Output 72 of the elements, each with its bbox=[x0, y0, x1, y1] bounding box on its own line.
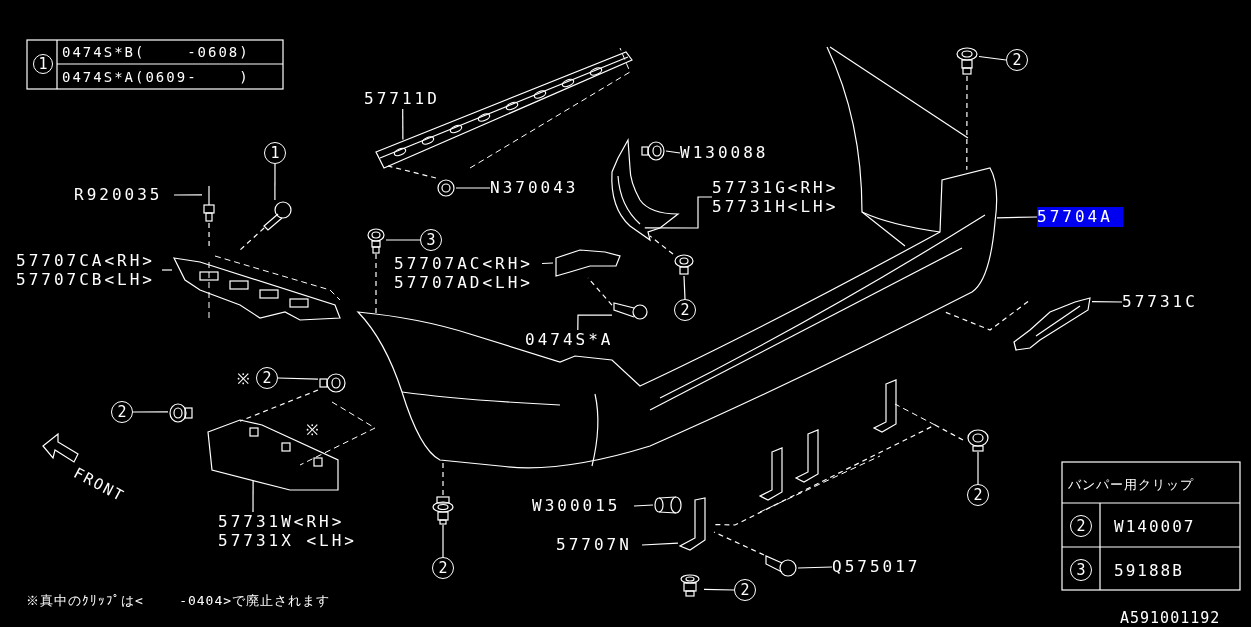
part-number: 57711D bbox=[364, 89, 450, 109]
part-number: 57707AC<RH> bbox=[394, 254, 534, 273]
part-number: R920035 bbox=[74, 185, 174, 205]
part-number: 57707CB<LH> bbox=[16, 270, 156, 289]
part-number: W300015 bbox=[532, 496, 634, 516]
part-number: 0474S*B( -0608) bbox=[62, 43, 250, 62]
clip-drawing bbox=[673, 254, 695, 276]
part-number: 57707AD<LH> bbox=[394, 273, 534, 292]
leader-line bbox=[277, 377, 319, 380]
assembly-line bbox=[713, 424, 964, 526]
part-number: 57707N bbox=[556, 535, 642, 555]
part-number: N370043 bbox=[490, 178, 590, 198]
part-number: 57731W<RH> bbox=[218, 512, 346, 531]
leader-line bbox=[455, 187, 491, 189]
clip-drawing bbox=[955, 46, 979, 76]
bracket-drawing bbox=[553, 248, 623, 278]
drawing-code: A591001192 bbox=[1120, 608, 1221, 627]
nut-drawing bbox=[436, 178, 456, 198]
leader-line bbox=[644, 196, 713, 229]
note-mark: ※ bbox=[237, 369, 250, 390]
part-number: 0474S*A bbox=[525, 330, 621, 350]
footnote: ※真中のｸﾘｯﾌﾟは< -0404>で廃止されます bbox=[26, 592, 331, 610]
leader-line bbox=[132, 411, 169, 413]
leader-line bbox=[703, 588, 735, 591]
leader-line bbox=[442, 524, 444, 558]
leader-line bbox=[385, 239, 421, 241]
leader-line bbox=[641, 542, 679, 546]
clip-drawing bbox=[168, 403, 194, 425]
clip-drawing bbox=[640, 140, 666, 162]
assembly-line bbox=[387, 165, 437, 179]
clip-drawing bbox=[366, 228, 386, 254]
leader-line bbox=[274, 163, 276, 201]
leader-line bbox=[683, 275, 686, 300]
leader-line bbox=[665, 150, 681, 154]
collar-drawing bbox=[653, 495, 683, 515]
assembly-line bbox=[239, 227, 265, 251]
pin-drawing bbox=[202, 185, 216, 223]
leader-line bbox=[1091, 301, 1123, 303]
assembly-line bbox=[966, 75, 968, 171]
assembly-line bbox=[713, 531, 765, 556]
part-number: 59188B bbox=[1114, 560, 1184, 582]
part-number: 57707CA<RH> bbox=[16, 251, 156, 270]
part-number: W140007 bbox=[1114, 516, 1196, 538]
leader-line bbox=[161, 269, 173, 271]
leader-line bbox=[996, 216, 1038, 219]
leader-line bbox=[633, 504, 654, 507]
assembly-line bbox=[375, 253, 377, 316]
leader-line bbox=[402, 108, 404, 140]
part-number: 57704A bbox=[1037, 207, 1123, 227]
part-number: 57731C bbox=[1122, 292, 1212, 312]
leader-line bbox=[577, 314, 613, 331]
leader-line bbox=[173, 194, 203, 196]
clip-drawing bbox=[318, 372, 346, 396]
table-heading: バンパー用クリップ bbox=[1068, 476, 1194, 494]
assembly-line bbox=[944, 301, 1029, 331]
part-number: 0474S*A(0609- ) bbox=[62, 68, 250, 87]
leader-line bbox=[252, 480, 254, 513]
assembly-line bbox=[239, 389, 319, 422]
part-number: W130088 bbox=[680, 143, 780, 163]
part-number: 57731H<LH> bbox=[712, 197, 840, 216]
assembly-line bbox=[649, 235, 674, 255]
bracket-drawing bbox=[1012, 296, 1092, 352]
assembly-line bbox=[442, 461, 444, 496]
note-mark: ※ bbox=[306, 420, 319, 441]
part-number: 57731X <LH> bbox=[218, 531, 358, 550]
part-number: 57731G<RH> bbox=[712, 178, 840, 197]
part-number: Q575017 bbox=[832, 557, 932, 577]
leader-line bbox=[978, 55, 1007, 61]
leader-line bbox=[797, 566, 833, 569]
leader-line bbox=[541, 262, 554, 265]
leader-line bbox=[977, 451, 979, 485]
bolt-drawing bbox=[262, 200, 292, 232]
